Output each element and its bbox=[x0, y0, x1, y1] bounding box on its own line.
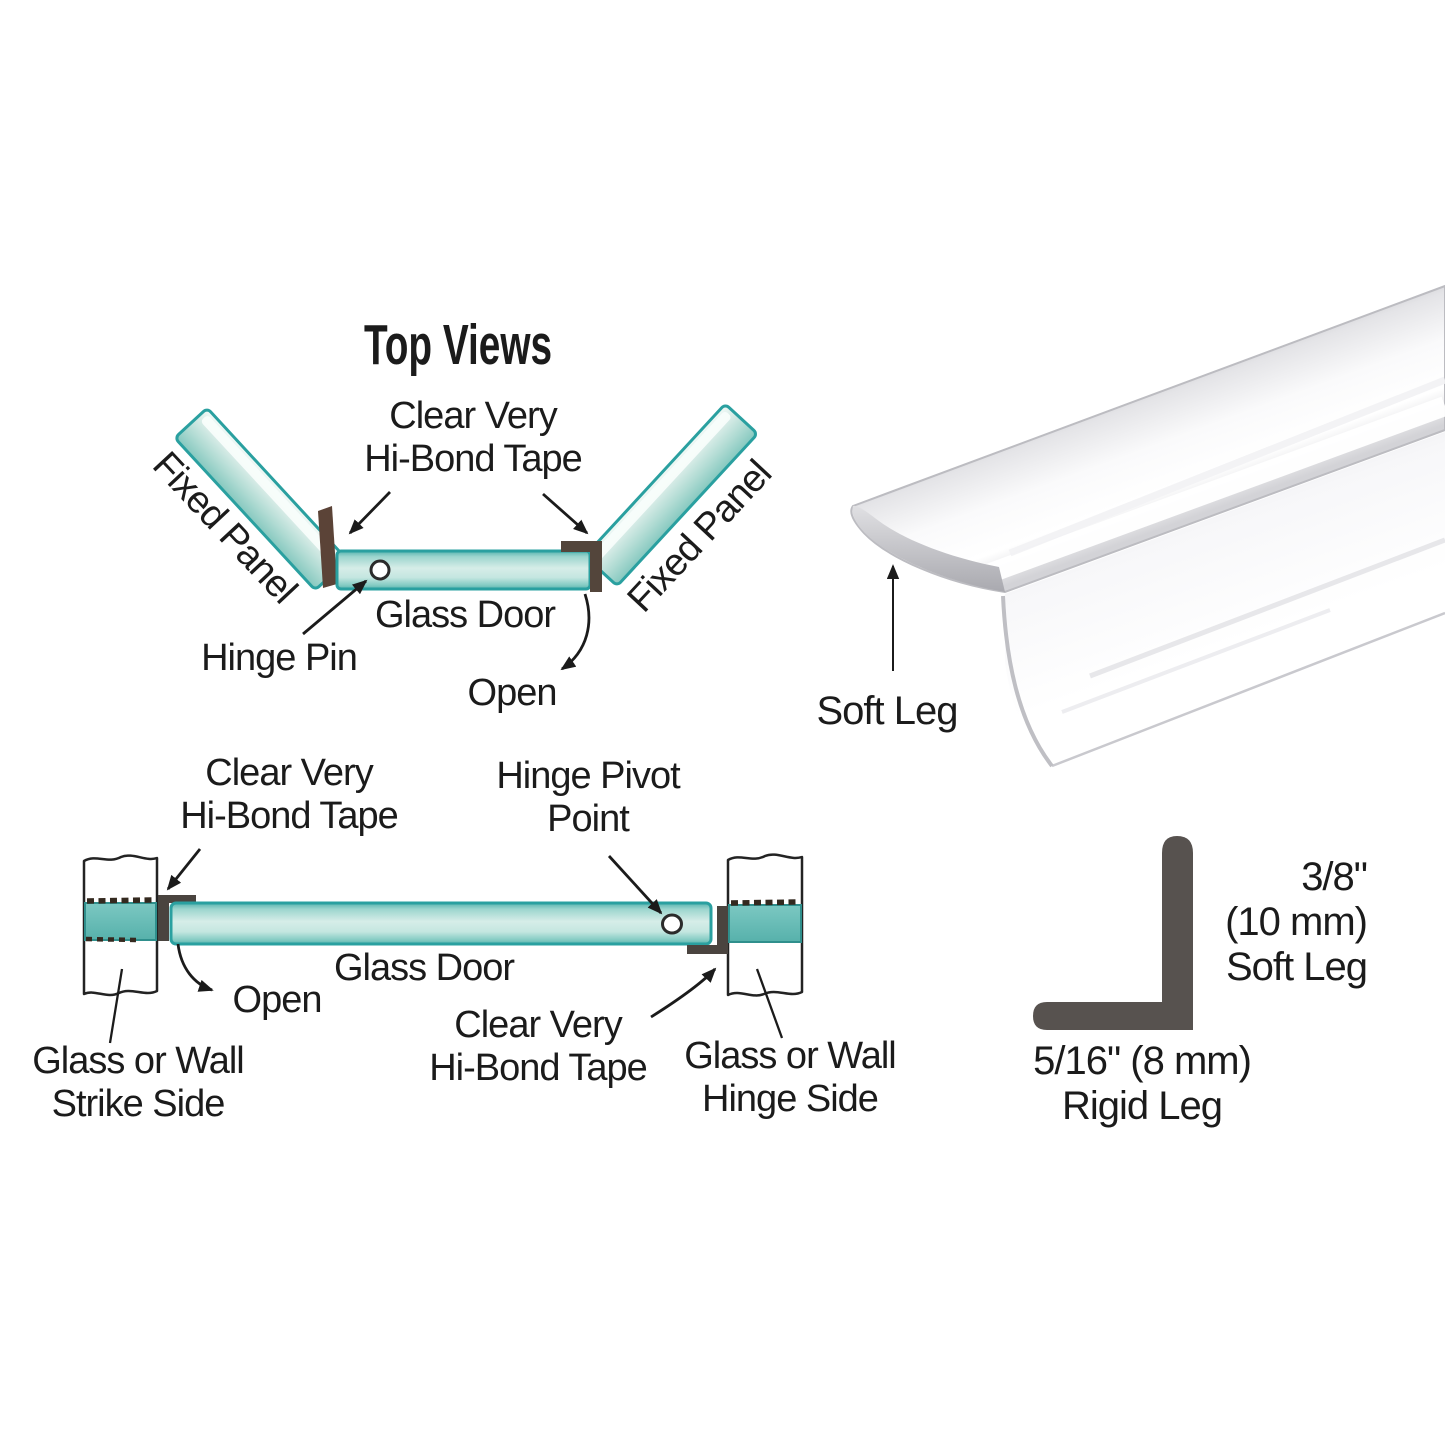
wall-hinge-glass bbox=[728, 904, 802, 943]
seal-soft-lip bbox=[852, 505, 1005, 592]
seal-front-face bbox=[1005, 432, 1445, 766]
tape-arrow-right bbox=[542, 492, 589, 535]
open-label-top: Open bbox=[467, 672, 558, 714]
tape-arrow-hinge bbox=[650, 967, 717, 1019]
rigid-leg-dimension: 5/16" (8 mm) Rigid Leg bbox=[1033, 1039, 1252, 1128]
tape-label-top: Clear Very Hi-Bond Tape bbox=[364, 395, 583, 480]
seal-top-highlight-2 bbox=[1008, 376, 1445, 557]
seal-strike-shape bbox=[158, 895, 196, 941]
hinge-pivot-label: Hinge Pivot Point bbox=[496, 755, 680, 840]
seal-front-streak-1 bbox=[1089, 537, 1445, 679]
side-view-diagram bbox=[82, 848, 804, 1044]
section-soft-leg bbox=[1162, 836, 1193, 1030]
seal-top-highlight bbox=[981, 396, 1445, 585]
wall-strike-glass bbox=[84, 902, 157, 941]
tape-label-strike: Clear Very Hi-Bond Tape bbox=[180, 752, 399, 837]
seal-front-bottom-edge bbox=[1051, 611, 1445, 768]
seal-flap-silhouette bbox=[1001, 595, 1054, 768]
top-view-diagram bbox=[175, 404, 757, 671]
hinge-pivot-shape bbox=[661, 913, 683, 935]
cross-section-shapes bbox=[1033, 836, 1193, 1030]
tape-strip-top-left bbox=[318, 506, 337, 588]
hinge-side-label: Glass or Wall Hinge Side bbox=[684, 1035, 897, 1120]
glass-door-side-shape bbox=[169, 901, 713, 946]
open-label-side: Open bbox=[232, 979, 323, 1021]
seal-photo-shapes bbox=[850, 284, 1445, 768]
seal-top-face bbox=[850, 284, 1445, 594]
glass-door-label-side: Glass Door bbox=[333, 947, 515, 989]
page-title: Top Views bbox=[363, 313, 553, 377]
tape-arrow-left bbox=[348, 491, 392, 535]
strike-side-label: Glass or Wall Strike Side bbox=[32, 1040, 245, 1125]
soft-leg-callout: Soft Leg bbox=[816, 689, 958, 733]
section-rigid-leg bbox=[1033, 1002, 1193, 1030]
tape-label-hinge: Clear Very Hi-Bond Tape bbox=[429, 1004, 648, 1089]
seal-hinge-shape bbox=[687, 906, 728, 954]
hinge-pin-shape bbox=[369, 559, 391, 581]
seal-top-right bbox=[561, 541, 602, 592]
hinge-pin-arrow bbox=[302, 579, 368, 636]
open-arrow-side bbox=[176, 943, 214, 992]
soft-leg-dimension: 3/8" (10 mm) Soft Leg bbox=[1225, 855, 1368, 989]
fixed-panel-left-shape bbox=[175, 408, 347, 590]
tape-arrow-strike bbox=[166, 848, 202, 891]
hinge-side-leader bbox=[755, 968, 784, 1039]
glass-door-label-top: Glass Door bbox=[374, 594, 556, 636]
strike-side-leader bbox=[108, 968, 124, 1044]
open-arrow-top bbox=[560, 593, 591, 671]
hinge-pin-label: Hinge Pin bbox=[201, 637, 358, 679]
hinge-pivot-arrow bbox=[607, 855, 663, 915]
seal-front-streak-2 bbox=[1061, 608, 1331, 714]
tape-hatch-strike-bottom bbox=[85, 936, 137, 943]
